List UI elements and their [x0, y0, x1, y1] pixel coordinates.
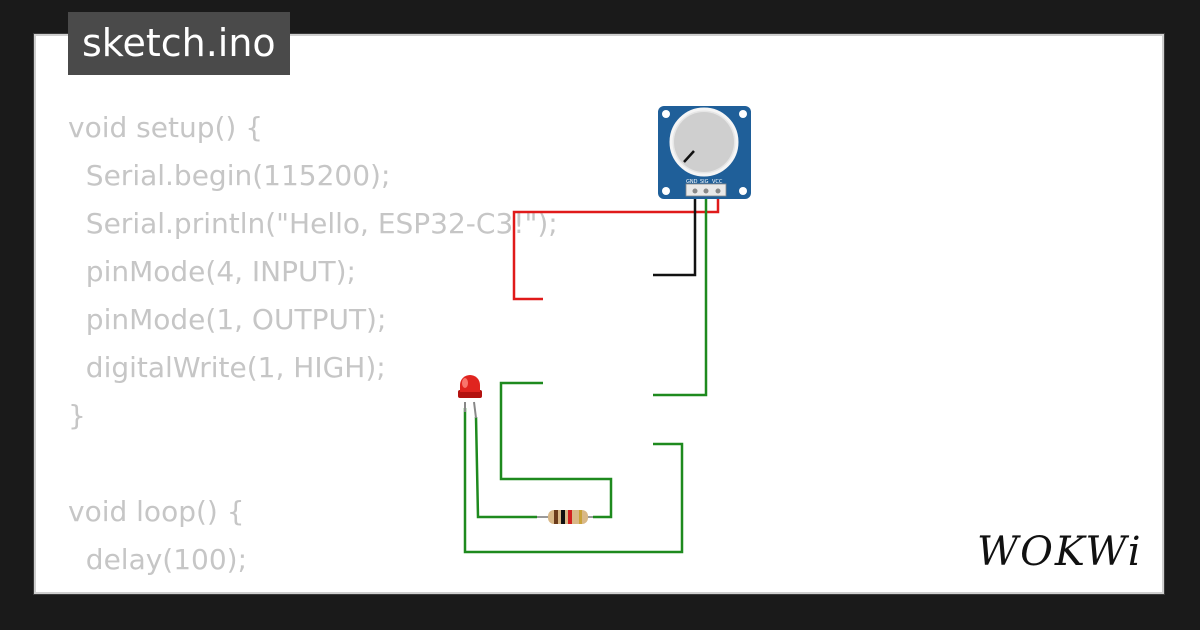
code-line: void setup() { [68, 111, 264, 144]
pin-label-vcc: VCC [712, 179, 723, 185]
wokwi-logo: WOKWi [977, 529, 1143, 575]
wire-signal[interactable] [653, 194, 708, 397]
code-line: delay(100); [68, 543, 248, 576]
wire-led-anode[interactable] [474, 416, 537, 519]
code-line: Serial.println("Process is running..."); [68, 584, 604, 594]
code-line: void loop() { [68, 495, 245, 528]
led-red[interactable] [458, 375, 482, 419]
wire-gnd[interactable] [653, 194, 697, 277]
code-line: Serial.println("Hello, ESP32-C3!"); [68, 207, 558, 240]
wire-resistor-out[interactable] [499, 381, 613, 519]
code-editor-preview: void setup() { Serial.begin(115200); Ser… [68, 104, 603, 594]
wire-vcc[interactable] [512, 194, 720, 301]
circuit-diagram: GND SIG VCC [458, 106, 751, 554]
pin-label-gnd: GND [686, 179, 698, 185]
code-line: Serial.begin(115200); [68, 159, 391, 192]
resistor[interactable] [537, 510, 593, 524]
code-line: digitalWrite(1, HIGH); [68, 351, 386, 384]
code-line: pinMode(4, INPUT); [68, 255, 356, 288]
potentiometer-module[interactable] [658, 106, 751, 199]
simulator-canvas: void setup() { Serial.begin(115200); Ser… [34, 34, 1164, 594]
code-line: } [68, 399, 86, 432]
pin-label-sig: SIG [700, 179, 709, 185]
wire-led-cathode[interactable] [463, 408, 684, 554]
code-line: pinMode(1, OUTPUT); [68, 303, 387, 336]
file-tab[interactable]: sketch.ino [68, 12, 290, 75]
